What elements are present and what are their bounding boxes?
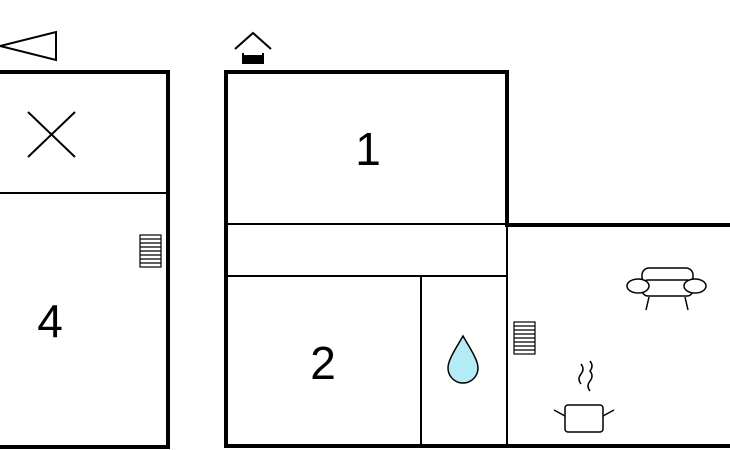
sofa-icon: [626, 267, 707, 311]
radiator-icon: [513, 321, 536, 355]
entrance-icon: [234, 31, 272, 64]
room-label-2: 2: [310, 337, 336, 389]
cross-icon: [27, 111, 76, 158]
cooking-pot-icon: [553, 360, 615, 433]
north-arrow-icon: [0, 30, 57, 62]
room-label-1: 1: [355, 123, 381, 175]
left-building: [0, 70, 170, 449]
room-label-4: 4: [37, 295, 63, 347]
water-drop-icon: [447, 334, 479, 384]
left-building-outer-wall: [0, 70, 170, 449]
radiator-icon: [139, 234, 162, 268]
right-building: [224, 70, 730, 448]
right-building-outer-wall: [224, 70, 730, 447]
